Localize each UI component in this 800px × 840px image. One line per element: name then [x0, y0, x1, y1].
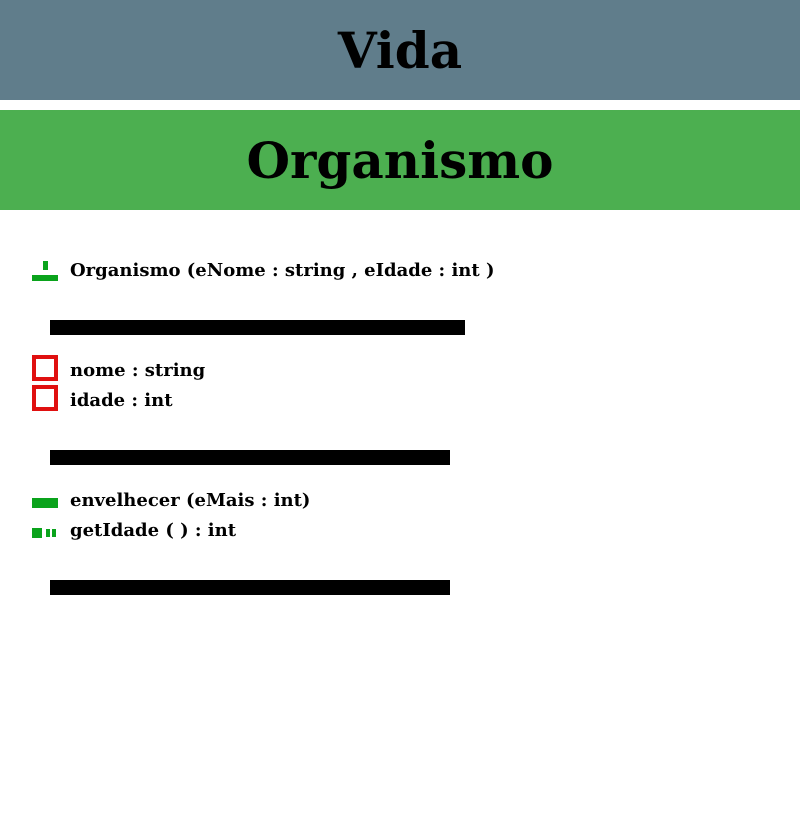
field-nome: nome : string: [70, 360, 206, 381]
getter-icon-square: [32, 528, 42, 538]
field-idade: idade : int: [70, 390, 173, 411]
constructor-icon: [32, 261, 58, 281]
private-field-icon: [32, 385, 58, 411]
class-title: Organismo: [0, 110, 800, 210]
package-title: Vida: [0, 0, 800, 100]
getter-icon-bar: [52, 529, 56, 537]
section-divider-constructor: [50, 320, 465, 335]
private-field-icon: [32, 355, 58, 381]
method-getidade: getIdade ( ) : int: [70, 520, 237, 541]
section-divider-methods: [50, 580, 450, 595]
method-envelhecer: envelhecer (eMais : int): [70, 490, 311, 511]
section-divider-fields: [50, 450, 450, 465]
getter-icon-bar: [46, 529, 50, 537]
constructor-icon-base: [32, 275, 58, 281]
getter-method-icon: [32, 527, 58, 538]
constructor-icon-stem: [43, 261, 48, 270]
public-method-icon: [32, 498, 58, 508]
constructor-signature: Organismo (eNome : string , eIdade : int…: [70, 260, 495, 281]
